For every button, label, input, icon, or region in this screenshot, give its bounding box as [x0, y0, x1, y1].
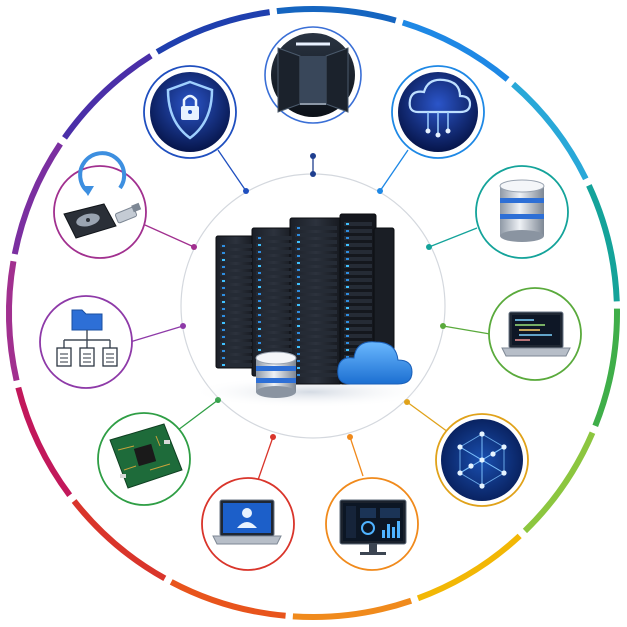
monitor-dashboard-icon [339, 499, 407, 555]
cloud-icon [337, 341, 413, 385]
database-icon [255, 351, 297, 398]
ring-segment [169, 579, 286, 619]
folder-tree-icon [56, 309, 118, 367]
datacenter-aisle-icon [277, 42, 349, 113]
ring-segment [11, 142, 63, 255]
datacenter-node[interactable] [264, 26, 362, 124]
laptop-user-icon [212, 499, 282, 545]
file-hierarchy-node[interactable] [39, 295, 133, 389]
circuit-board-node[interactable] [97, 412, 191, 506]
code-laptop-node[interactable] [488, 287, 582, 381]
server-rack-icon [215, 213, 395, 385]
ring-segment [62, 53, 153, 140]
ring-segment [155, 9, 271, 55]
central-server-hub [190, 213, 430, 408]
cloud-node[interactable] [391, 65, 485, 159]
ring-segment [276, 6, 397, 24]
ring-segment [71, 499, 167, 582]
cloud-network-icon [408, 78, 472, 138]
hard-drive-backup-icon [63, 151, 142, 239]
user-laptop-node[interactable] [201, 477, 295, 571]
laptop-code-icon [501, 311, 571, 357]
ring-segment [292, 597, 413, 620]
ring-segment [6, 260, 20, 382]
analytics-monitor-node[interactable] [325, 477, 419, 571]
backup-node[interactable] [53, 151, 147, 259]
security-node[interactable] [143, 65, 237, 159]
ring-segment [586, 184, 620, 302]
outer-ring [6, 6, 620, 620]
connectors [129, 149, 491, 481]
ring-segment [511, 81, 589, 181]
database-node[interactable] [475, 165, 569, 259]
database-cylinder-icon [499, 179, 545, 242]
ring-segment [401, 19, 510, 82]
ring-segment [416, 533, 522, 602]
ring-segment [15, 386, 73, 498]
network-mesh-icon [457, 431, 507, 489]
circuit-board-icon [109, 423, 183, 489]
ring-segment [592, 308, 620, 428]
network-node[interactable] [435, 413, 529, 507]
shield-lock-icon [166, 80, 214, 140]
ring-segment [522, 431, 596, 534]
